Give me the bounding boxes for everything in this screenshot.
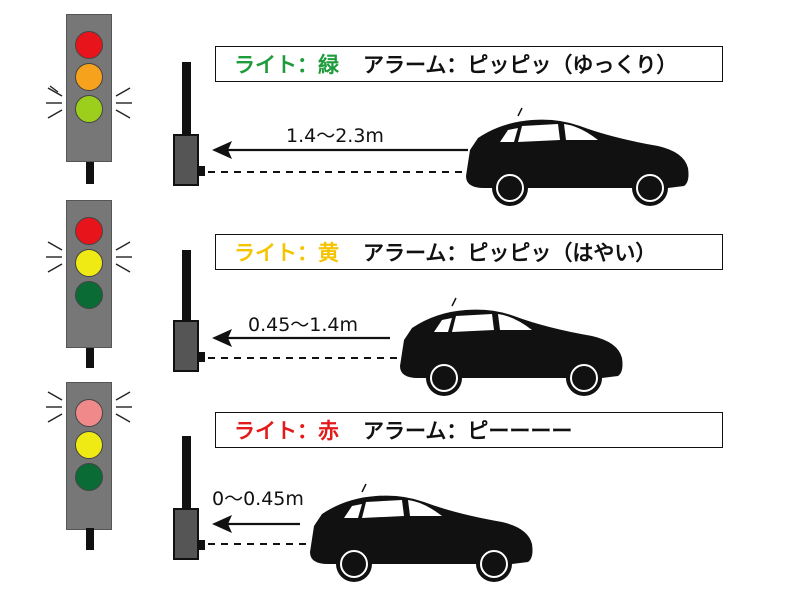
light-label: ライト：緑 <box>234 53 339 77</box>
car-silhouette-icon <box>310 483 533 582</box>
yellow-lamp-icon <box>75 431 103 459</box>
traffic-light <box>66 200 112 348</box>
distance-arrow <box>208 329 400 359</box>
light-label: ライト：黄 <box>234 241 339 265</box>
red-lamp-icon <box>75 217 103 245</box>
status-label-box: ライト：緑 アラーム：ピッピッ（ゆっくり） <box>215 46 723 82</box>
distance-arrow <box>208 515 310 545</box>
yellow-lamp-icon <box>75 63 103 91</box>
panel-yellow: ライト：黄 アラーム：ピッピッ（はやい） 0.45〜1.4m <box>0 188 800 396</box>
distance-label: 0〜0.45m <box>212 488 304 510</box>
green-lamp-icon <box>75 281 103 309</box>
alarm-label: アラーム：ピーーーー <box>363 419 573 443</box>
sensor-emitter <box>199 166 205 176</box>
red-lamp-icon <box>75 31 103 59</box>
traffic-light-pole <box>86 162 94 184</box>
distance-arrow <box>208 141 470 173</box>
alarm-label: アラーム：ピッピッ（ゆっくり） <box>363 53 678 77</box>
sensor-box <box>173 320 199 372</box>
sensor-pole <box>182 62 191 134</box>
yellow-lamp-icon <box>75 249 103 277</box>
status-label-box: ライト：赤 アラーム：ピーーーー <box>215 412 723 448</box>
sensor-box <box>173 508 199 560</box>
sensor-emitter <box>199 540 205 550</box>
traffic-light-pole <box>86 348 94 368</box>
light-rays-icon <box>46 85 132 119</box>
distance-label: 0.45〜1.4m <box>248 314 359 336</box>
traffic-light <box>66 14 112 162</box>
alarm-label: アラーム：ピッピッ（はやい） <box>363 241 657 265</box>
sensor-pole <box>182 436 191 510</box>
green-lamp-icon <box>75 95 103 123</box>
sensor-box <box>173 134 199 186</box>
traffic-light-pole <box>86 528 94 550</box>
car-silhouette-icon <box>400 297 623 396</box>
sensor-emitter <box>199 352 205 362</box>
car-silhouette-icon <box>466 107 689 206</box>
light-rays-icon <box>46 241 132 273</box>
distance-label: 1.4〜2.3m <box>286 125 384 147</box>
sensor-pole <box>182 250 191 322</box>
traffic-light <box>66 382 112 530</box>
panel-red: ライト：赤 アラーム：ピーーーー 0〜0.45m <box>0 370 800 582</box>
light-rays-icon <box>46 391 132 423</box>
panel-green: ライト：緑 アラーム：ピッピッ（ゆっくり） 1.4〜2.3m <box>0 0 800 206</box>
green-lamp-icon <box>75 463 103 491</box>
status-label-box: ライト：黄 アラーム：ピッピッ（はやい） <box>215 234 723 270</box>
red-lamp-icon <box>75 399 103 427</box>
light-label: ライト：赤 <box>234 419 339 443</box>
